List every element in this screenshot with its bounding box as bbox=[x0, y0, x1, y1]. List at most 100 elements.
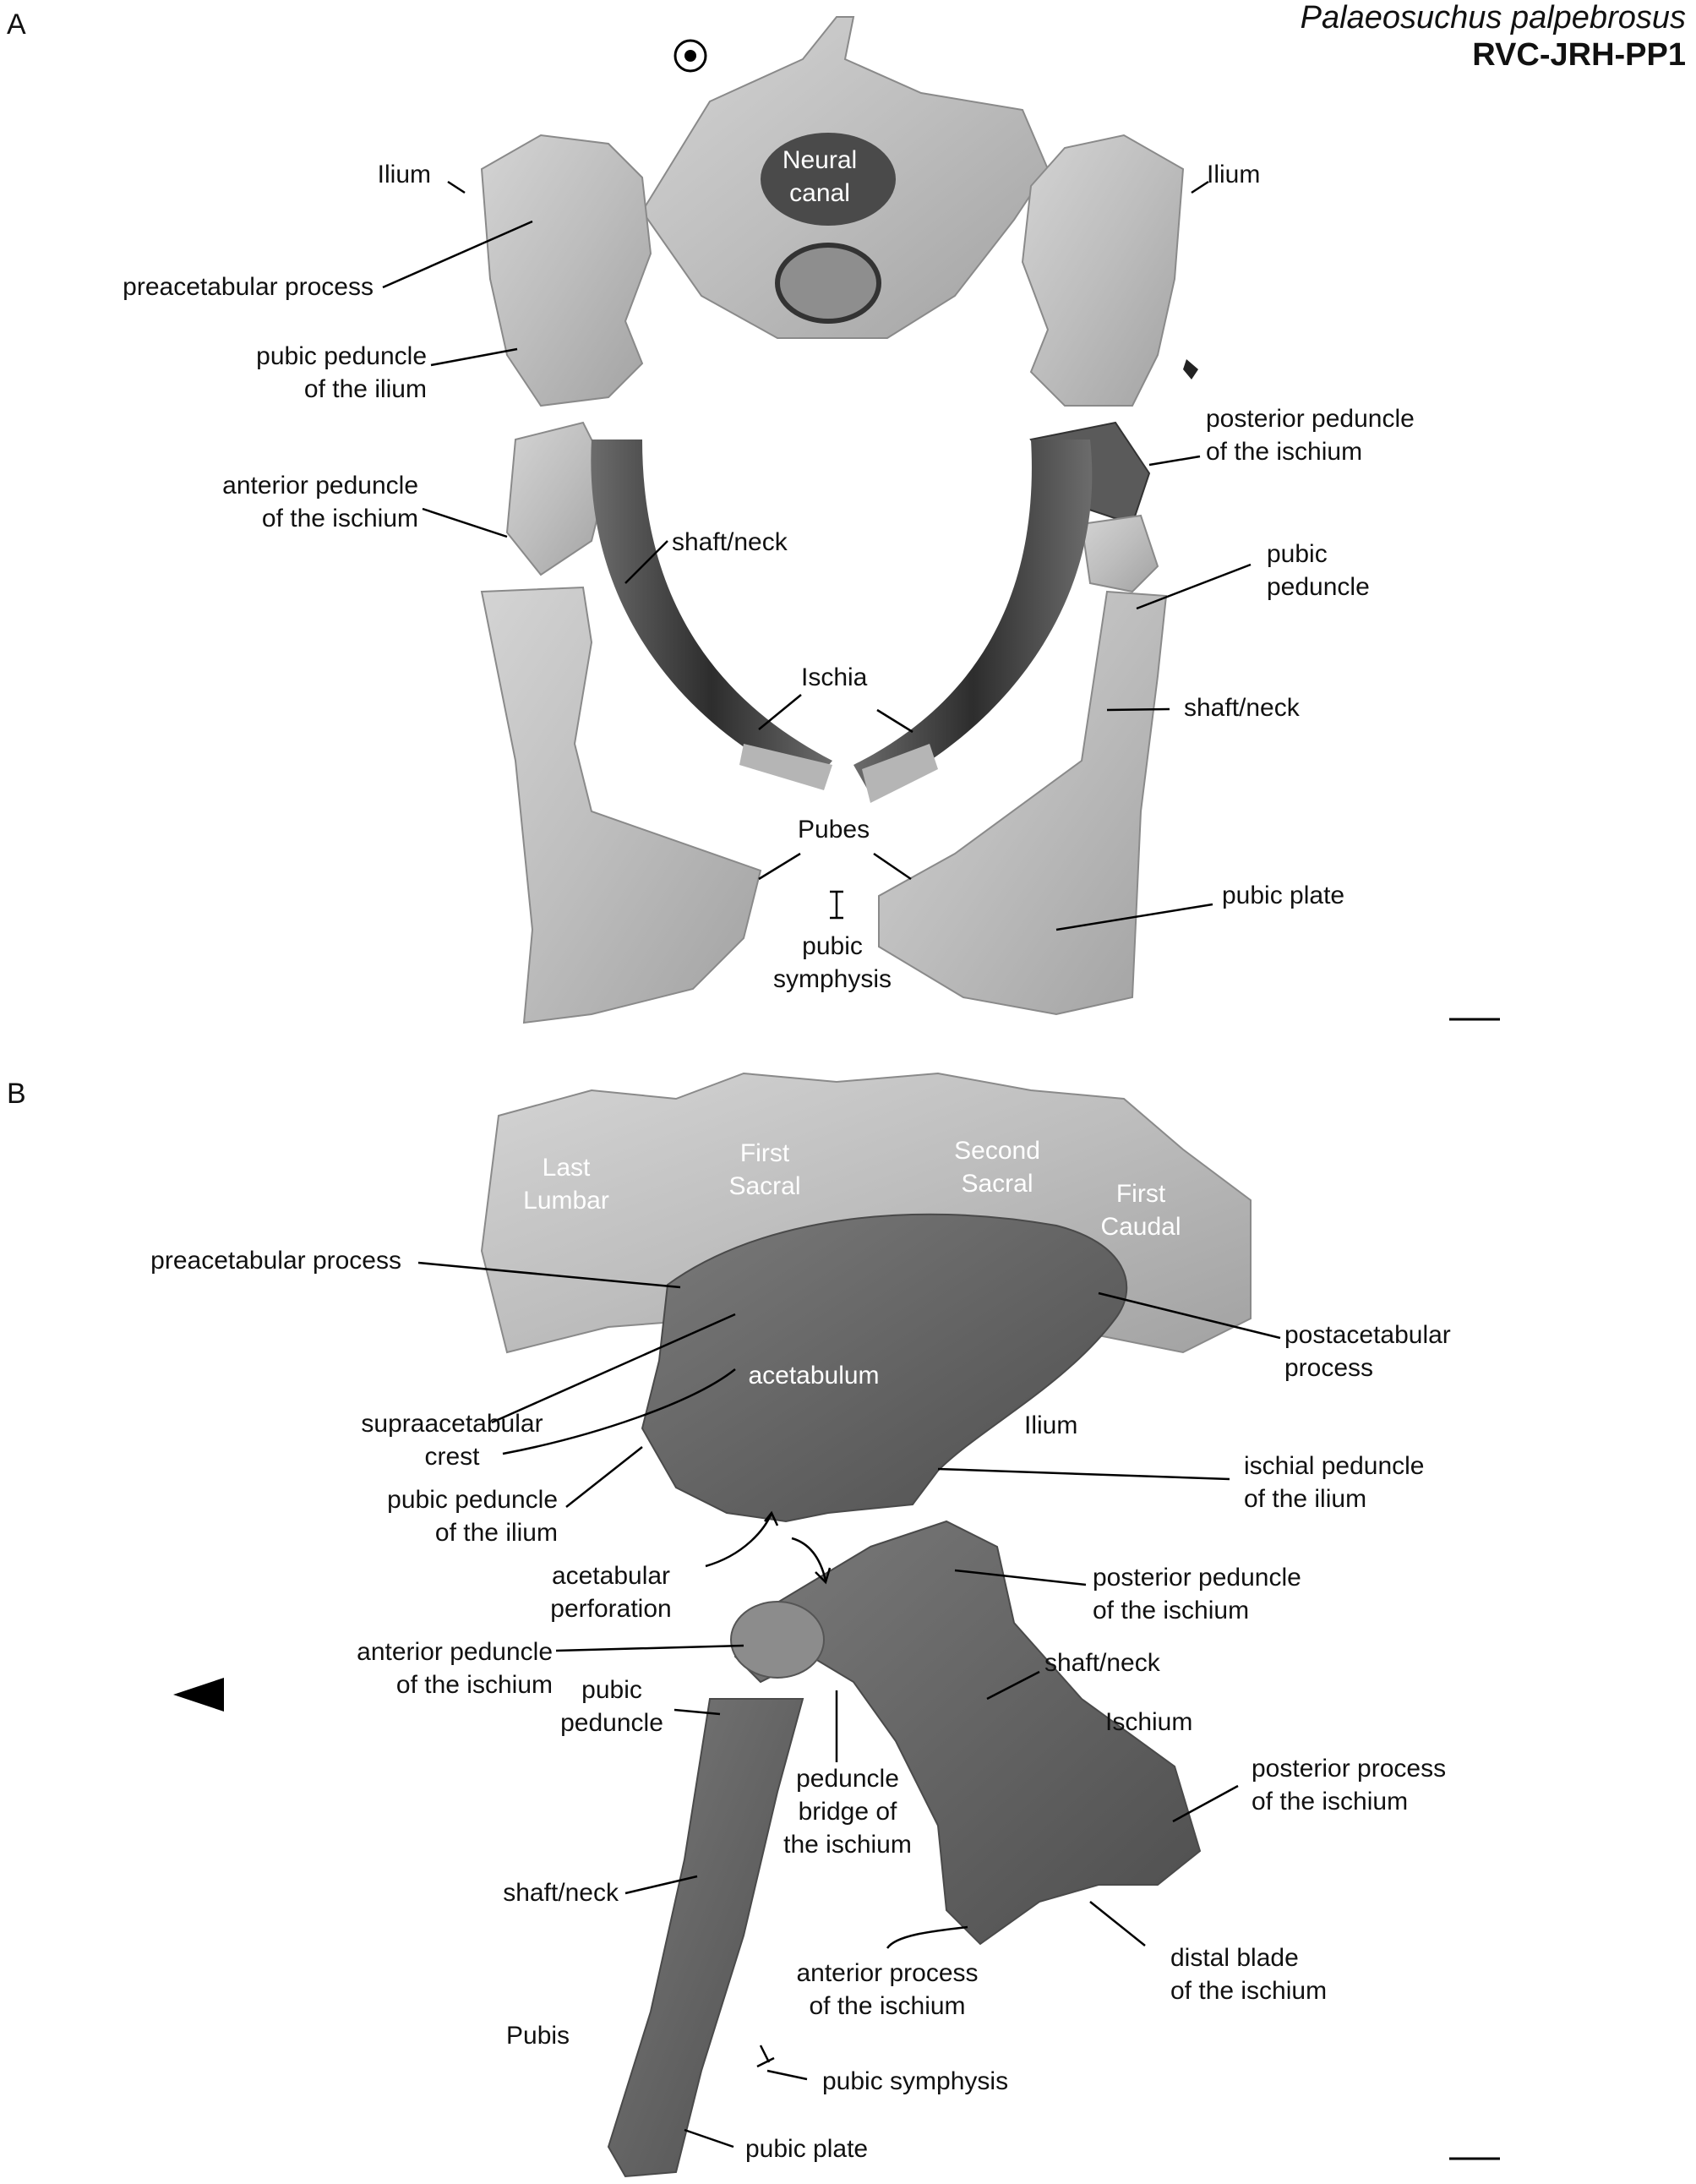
label-line: pubic peduncle bbox=[387, 1483, 558, 1516]
label-ischia: Ischia bbox=[801, 661, 867, 694]
label-line: shaft/neck bbox=[503, 1876, 619, 1909]
label-line: pubic plate bbox=[745, 2132, 868, 2165]
label-shaft-neck-ischium: shaft/neck bbox=[1044, 1646, 1160, 1679]
panel-a-bones bbox=[482, 17, 1500, 1023]
label-line: preacetabular process bbox=[123, 270, 374, 303]
label-acetabulum: acetabulum bbox=[748, 1359, 879, 1392]
label-line: Ilium bbox=[1207, 158, 1260, 191]
label-line: shaft/neck bbox=[1184, 691, 1300, 724]
specimen-id: RVC-JRH-PP1 bbox=[1472, 37, 1686, 74]
label-line: pubic peduncle bbox=[256, 340, 427, 373]
label-line: of the ischium bbox=[796, 1990, 978, 2023]
label-line: shaft/neck bbox=[1044, 1646, 1160, 1679]
label-line: postacetabular bbox=[1284, 1319, 1451, 1351]
label-posterior-process: posterior processof the ischium bbox=[1252, 1752, 1446, 1818]
label-line: distal blade bbox=[1170, 1941, 1327, 1974]
label-line: Ilium bbox=[378, 158, 431, 191]
label-ischium: Ischium bbox=[1105, 1706, 1192, 1739]
label-preacetabular-process-b: preacetabular process bbox=[150, 1244, 401, 1277]
label-line: Last bbox=[523, 1151, 609, 1184]
label-line: First bbox=[728, 1137, 800, 1170]
label-line: posterior peduncle bbox=[1206, 402, 1415, 435]
label-line: of the ischium bbox=[1206, 435, 1415, 468]
label-line: Pubis bbox=[506, 2019, 570, 2052]
panel-a-letter: A bbox=[7, 8, 26, 41]
label-line: of the ischium bbox=[357, 1668, 553, 1701]
label-line: symphysis bbox=[773, 963, 892, 996]
label-line: of the ischium bbox=[1093, 1594, 1301, 1627]
label-line: the ischium bbox=[783, 1828, 912, 1861]
label-line: crest bbox=[361, 1440, 543, 1473]
label-line: pubic bbox=[1267, 538, 1370, 571]
label-line: pubic bbox=[773, 930, 892, 963]
label-shaft-neck-a-right: shaft/neck bbox=[1184, 691, 1300, 724]
label-line: posterior process bbox=[1252, 1752, 1446, 1785]
label-line: of the ilium bbox=[1244, 1482, 1424, 1515]
label-line: preacetabular process bbox=[150, 1244, 401, 1277]
label-pubic-symphysis-b: pubic symphysis bbox=[822, 2065, 1008, 2098]
label-line: Caudal bbox=[1100, 1210, 1181, 1243]
label-line: peduncle bbox=[1267, 571, 1370, 603]
label-line: peduncle bbox=[783, 1762, 912, 1795]
label-line: anterior peduncle bbox=[222, 469, 418, 502]
label-pubic-plate-b: pubic plate bbox=[745, 2132, 868, 2165]
label-line: pubic symphysis bbox=[822, 2065, 1008, 2098]
label-line: anterior peduncle bbox=[357, 1635, 553, 1668]
label-line: pubic plate bbox=[1222, 879, 1344, 912]
label-line: pubic bbox=[560, 1673, 663, 1706]
label-line: Lumbar bbox=[523, 1184, 609, 1217]
label-line: Second bbox=[954, 1134, 1040, 1167]
label-line: acetabular bbox=[550, 1559, 671, 1592]
label-line: of the ilium bbox=[387, 1516, 558, 1549]
label-line: Pubes bbox=[798, 813, 870, 846]
label-line: of the ischium bbox=[222, 502, 418, 535]
label-ilium-b: Ilium bbox=[1024, 1409, 1077, 1442]
label-line: bridge of bbox=[783, 1795, 912, 1828]
label-line: posterior peduncle bbox=[1093, 1561, 1301, 1594]
label-line: canal bbox=[783, 177, 857, 210]
label-line: Ischia bbox=[801, 661, 867, 694]
label-line: peduncle bbox=[560, 1706, 663, 1739]
label-pubic-symphysis-a: pubicsymphysis bbox=[773, 930, 892, 996]
label-preacetabular-process-a: preacetabular process bbox=[123, 270, 374, 303]
label-line: acetabulum bbox=[748, 1359, 879, 1392]
label-pubis: Pubis bbox=[506, 2019, 570, 2052]
label-line: shaft/neck bbox=[672, 526, 788, 559]
label-line: Ilium bbox=[1024, 1409, 1077, 1442]
label-shaft-neck-pubis: shaft/neck bbox=[503, 1876, 619, 1909]
label-line: Neural bbox=[783, 144, 857, 177]
label-line: First bbox=[1100, 1177, 1181, 1210]
label-line: Sacral bbox=[954, 1167, 1040, 1200]
label-line: perforation bbox=[550, 1592, 671, 1625]
label-line: of the ischium bbox=[1170, 1974, 1327, 2007]
label-pubic-plate-a: pubic plate bbox=[1222, 879, 1344, 912]
label-line: Ischium bbox=[1105, 1706, 1192, 1739]
label-line: anterior process bbox=[796, 1957, 978, 1990]
label-line: supraacetabular bbox=[361, 1407, 543, 1440]
species-name: Palaeosuchus palpebrosus bbox=[1301, 0, 1686, 36]
label-shaft-neck-a-left: shaft/neck bbox=[672, 526, 788, 559]
label-ilium-right: Ilium bbox=[1207, 158, 1260, 191]
label-ilium-left: Ilium bbox=[378, 158, 431, 191]
label-line: ischial peduncle bbox=[1244, 1450, 1424, 1482]
